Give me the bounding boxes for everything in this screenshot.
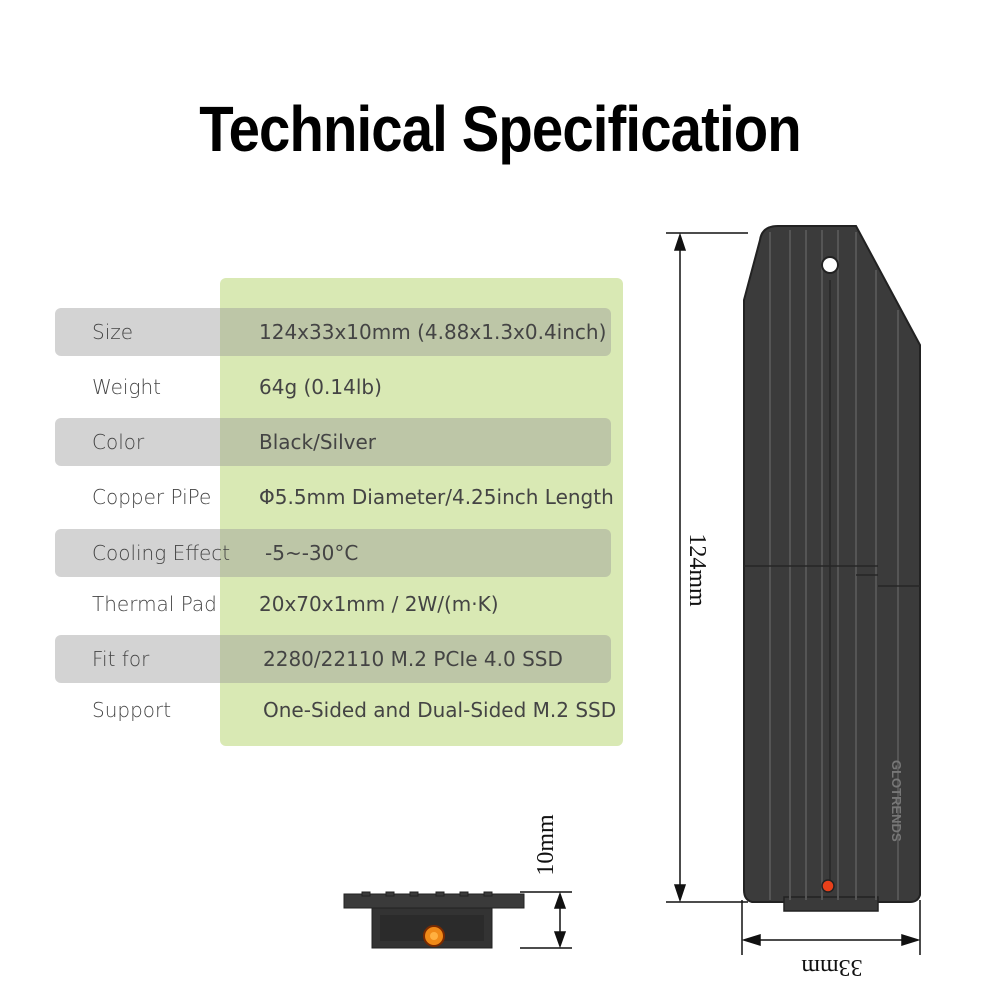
length-dimension-line: [666, 232, 748, 903]
spec-row-copper-pipe: Copper PiPe Φ5.5mm Diameter/4.25inch Len…: [55, 473, 614, 521]
length-label: 124mm: [684, 533, 710, 607]
width-label: 33mm: [801, 954, 863, 980]
mounting-hole-icon: [821, 256, 839, 274]
spec-label: Cooling Effect: [92, 541, 231, 565]
page-title: Technical Specification: [199, 93, 801, 165]
spec-label: Copper PiPe: [92, 485, 212, 509]
pipe-end-icon: [821, 879, 835, 893]
spec-row-color: Color Black/Silver: [55, 418, 611, 466]
spec-value: 2280/22110 M.2 PCIe 4.0 SSD: [263, 647, 563, 671]
spec-value: 124x33x10mm (4.88x1.3x0.4inch): [259, 320, 607, 344]
spec-row-fit-for: Fit for 2280/22110 M.2 PCIe 4.0 SSD: [55, 635, 611, 683]
brand-logo: GLOTRENDS: [889, 760, 904, 842]
spec-row-thermal-pad: Thermal Pad 20x70x1mm / 2W/(m·K): [55, 580, 611, 628]
spec-row-cooling-effect: Cooling Effect -5~-30°C: [55, 529, 611, 577]
spec-label: Weight: [92, 375, 161, 399]
spec-value: Φ5.5mm Diameter/4.25inch Length: [259, 485, 614, 509]
heatsink-side-view: [343, 891, 525, 949]
spec-label: Size: [92, 320, 134, 344]
height-dimension-line: [520, 891, 572, 949]
spec-value: 64g (0.14lb): [259, 375, 382, 399]
spec-row-size: Size 124x33x10mm (4.88x1.3x0.4inch): [55, 308, 611, 356]
height-label: 10mm: [533, 814, 559, 876]
spec-label: Color: [92, 430, 145, 454]
spec-row-weight: Weight 64g (0.14lb): [55, 363, 611, 411]
spec-label: Thermal Pad: [92, 592, 217, 616]
spec-highlight-panel: [220, 278, 623, 746]
heatsink-body: GLOTRENDS: [743, 225, 921, 912]
width-dimension-line: [741, 900, 921, 955]
spec-value: -5~-30°C: [265, 541, 359, 565]
spec-label: Support: [92, 698, 172, 722]
spec-row-support: Support One-Sided and Dual-Sided M.2 SSD: [55, 686, 616, 734]
spec-value: Black/Silver: [259, 430, 377, 454]
spec-label: Fit for: [92, 647, 150, 671]
spec-value: One-Sided and Dual-Sided M.2 SSD: [263, 698, 617, 722]
spec-value: 20x70x1mm / 2W/(m·K): [259, 592, 499, 616]
